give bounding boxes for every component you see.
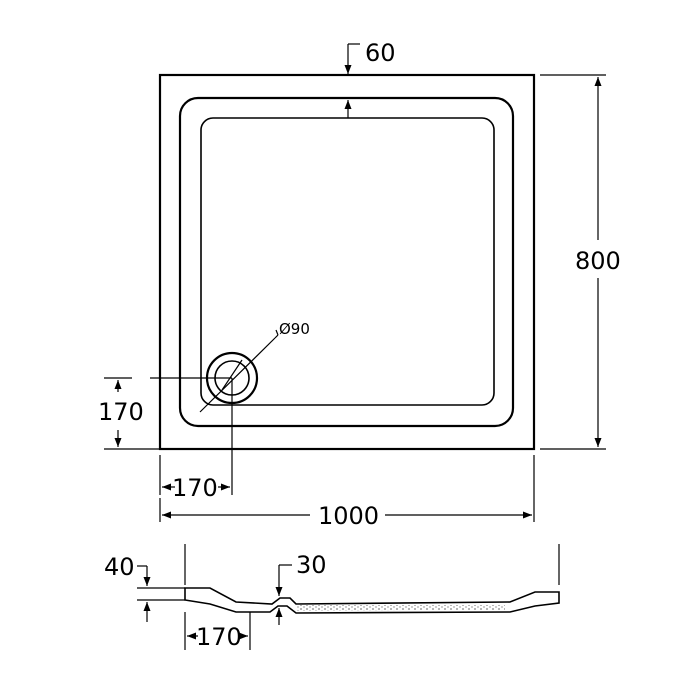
side-view: 40 30 170: [104, 544, 560, 651]
dimension-rim-width: 60: [344, 39, 396, 118]
dimension-overall-width: 1000: [159, 455, 535, 530]
dimension-overall-height: 800: [540, 74, 621, 450]
drain-outlet: [199, 334, 279, 413]
dimension-drain-diameter: Ø90: [275, 320, 310, 338]
tray-side-profile: [184, 587, 560, 614]
tray-basin-floor: [200, 117, 495, 406]
dimension-side-drain-offset-x: 170: [184, 612, 251, 651]
dimension-label-rim-width: 60: [365, 39, 396, 67]
dimension-drain-offset-x: 170: [159, 455, 230, 502]
dimension-label-side-depth: 40: [104, 553, 135, 581]
plan-view: 60 800 Ø90 170: [98, 39, 621, 530]
tray-inner-rim: [178, 96, 515, 428]
dimension-label-overall-height: 800: [575, 247, 621, 275]
dimension-label-drain-depth: 30: [296, 551, 327, 579]
dimension-drain-depth: 30: [275, 551, 327, 625]
tray-surface-texture: [296, 605, 505, 611]
dimension-drain-offset-y: 170: [98, 377, 160, 450]
drain-diameter-leader: [199, 337, 276, 413]
dimension-label-side-drain-offset-x: 170: [196, 623, 242, 651]
dimension-label-drain-offset-y: 170: [98, 398, 144, 426]
dimension-label-overall-width: 1000: [318, 502, 379, 530]
dimension-label-drain-offset-x: 170: [172, 474, 218, 502]
dimension-side-depth: 40: [104, 553, 185, 622]
dimension-label-drain-diameter: Ø90: [279, 320, 310, 338]
tray-outer-outline: [158, 73, 536, 451]
